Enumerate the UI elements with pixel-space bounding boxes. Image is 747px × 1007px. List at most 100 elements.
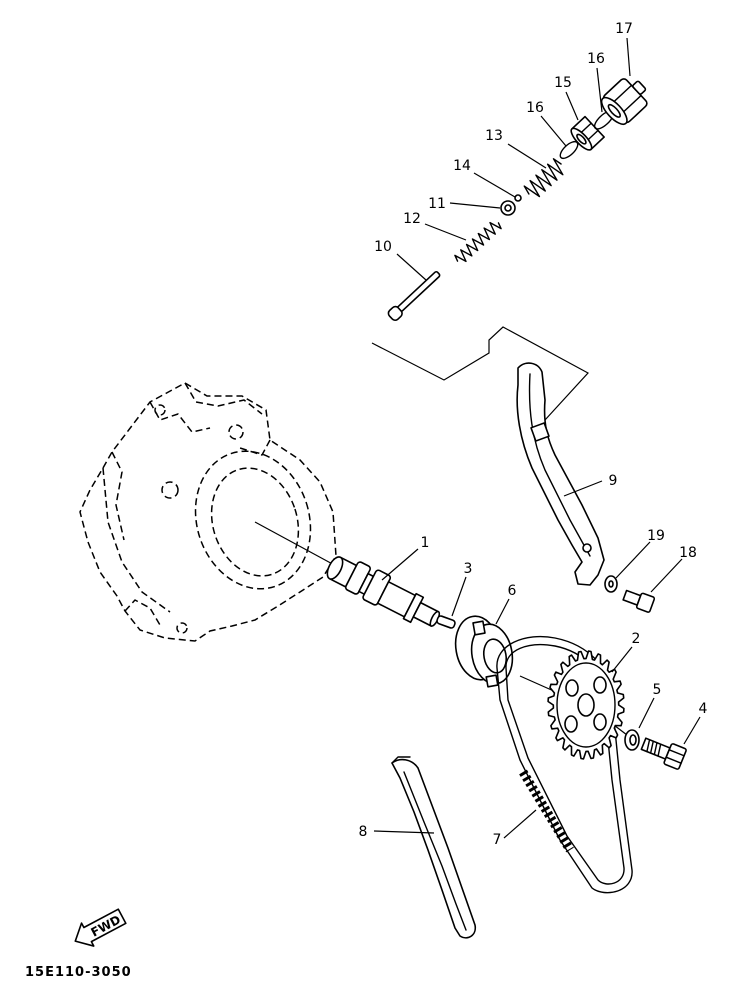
tensioner-nut — [570, 115, 605, 151]
forward-arrow-icon — [74, 908, 127, 947]
tensioner-cap — [600, 78, 648, 126]
cylinder-head-fin — [239, 439, 271, 456]
chain-guide — [391, 756, 477, 939]
leader-16-upper — [596, 67, 603, 113]
hub-notch — [472, 620, 486, 636]
leader-8 — [373, 830, 435, 834]
callout-1: 1 — [421, 535, 430, 551]
tensioner-cap-nub — [632, 80, 647, 95]
leader-18 — [650, 558, 683, 593]
dowel-pin — [436, 615, 456, 629]
tensioner-rod — [387, 271, 441, 322]
callout-14: 14 — [453, 158, 471, 174]
tensioner-guide-tab — [530, 422, 550, 442]
cylinder-head-fin — [111, 451, 125, 541]
callout-3: 3 — [464, 561, 473, 577]
callout-10: 10 — [374, 239, 392, 255]
leader-4 — [683, 716, 701, 745]
head-bolt-hole — [161, 481, 179, 499]
leader-2 — [611, 646, 633, 673]
leader-3 — [451, 576, 467, 617]
sprocket-hole — [565, 679, 579, 697]
sprocket-hole — [564, 715, 578, 733]
callout-15: 15 — [554, 75, 572, 91]
callout-19: 19 — [647, 528, 665, 544]
callout-7: 7 — [493, 832, 502, 848]
chain-guide-body — [391, 758, 477, 939]
sprocket-web — [556, 662, 616, 748]
callout-16-upper: 16 — [587, 51, 605, 67]
guide-washer — [604, 575, 618, 593]
diagram-code: 15E110-3050 — [25, 965, 132, 980]
tensioner-rod-shaft — [396, 271, 441, 313]
leader-15 — [565, 91, 579, 121]
leader-11 — [449, 202, 501, 209]
leader-10 — [396, 253, 427, 281]
inner-spring-coils — [454, 221, 502, 263]
guide-washer-inner — [608, 580, 614, 588]
leader-12 — [424, 223, 467, 241]
guide-bolt — [622, 589, 656, 613]
cylinder-head-outline — [79, 382, 337, 642]
callout-6: 6 — [508, 583, 517, 599]
callout-5: 5 — [653, 682, 662, 698]
leader-13 — [507, 143, 547, 169]
chain-guide-tab — [391, 756, 411, 764]
leader-16-lower — [540, 115, 567, 147]
callout-8: 8 — [359, 824, 368, 840]
callout-4: 4 — [699, 701, 708, 717]
leader-14 — [473, 172, 516, 198]
tensioner-guide — [516, 362, 605, 586]
cam-sprocket — [547, 650, 625, 760]
callout-17: 17 — [615, 21, 633, 37]
bolt-head-flat — [665, 749, 685, 764]
camshaft — [326, 556, 441, 627]
decompressor-hub — [454, 615, 514, 688]
tensioner-guide-body — [516, 362, 605, 586]
leader-19 — [615, 541, 651, 579]
callout-9: 9 — [609, 473, 618, 489]
head-bolt-hole — [154, 404, 166, 416]
cylinder-head-fin — [124, 599, 161, 626]
chain-guide-rib — [403, 771, 467, 931]
cylinder-bore — [210, 467, 300, 577]
leader-5 — [638, 697, 655, 729]
cylinder-bore-boss — [194, 450, 312, 590]
sprocket-hole — [593, 676, 607, 694]
cylinder-head — [79, 382, 337, 642]
check-ball — [500, 200, 516, 216]
leader-9 — [563, 480, 603, 497]
camshaft-axis-line — [254, 521, 339, 568]
callout-labels: 17 16 15 16 13 14 11 12 10 9 1 19 18 3 6… — [359, 21, 708, 848]
leader-17 — [626, 37, 631, 77]
leader-7 — [503, 809, 537, 839]
head-bolt-hole — [176, 622, 188, 634]
sprocket-hole — [593, 713, 607, 731]
assembly-link-lines — [371, 326, 589, 421]
tensioner-nut-bore — [576, 133, 587, 145]
bolt-thread — [646, 738, 662, 757]
cylinder-head-fin — [102, 467, 171, 613]
tensioner-rod-head — [387, 305, 403, 322]
tensioner-guide-pivot — [582, 543, 592, 553]
sprocket-bolt — [640, 737, 687, 770]
cylinder-head-fin — [184, 382, 263, 415]
leader-6 — [495, 598, 510, 625]
head-bolt-hole — [228, 424, 244, 440]
cam-chain-links — [519, 769, 574, 853]
dowel-pin-body — [436, 615, 456, 629]
check-ball-inner — [504, 204, 512, 212]
camshaft-journal-end — [326, 556, 344, 580]
sprocket-axis-line — [519, 675, 557, 693]
callout-13: 13 — [485, 128, 503, 144]
sprocket-hub — [577, 693, 595, 717]
callout-18: 18 — [679, 545, 697, 561]
guide-bolt-head — [635, 592, 656, 613]
inner-spring — [454, 221, 502, 263]
outer-spring-coils — [523, 158, 564, 198]
forward-arrow: FWD — [74, 908, 127, 947]
tensioner-cap-recess — [607, 103, 621, 118]
callout-12: 12 — [403, 211, 421, 227]
callout-16-lower: 16 — [526, 100, 544, 116]
